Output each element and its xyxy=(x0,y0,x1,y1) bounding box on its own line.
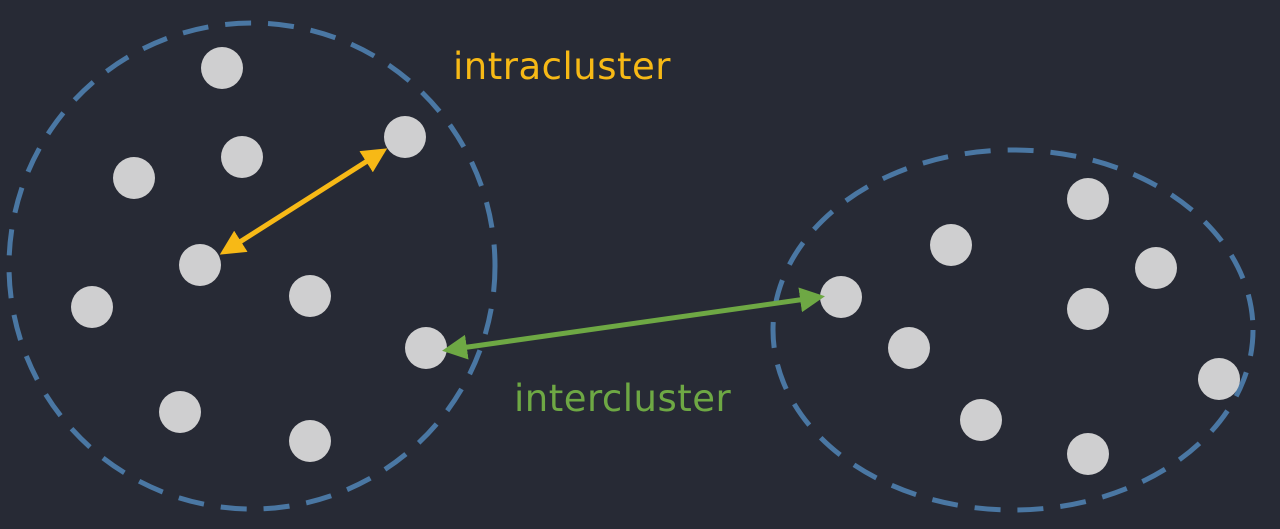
data-point xyxy=(888,327,930,369)
data-point xyxy=(1198,358,1240,400)
data-point xyxy=(405,327,447,369)
data-point xyxy=(179,244,221,286)
data-point xyxy=(201,47,243,89)
data-point xyxy=(113,157,155,199)
data-point xyxy=(289,275,331,317)
data-point xyxy=(384,116,426,158)
cluster-left-outline xyxy=(6,20,498,512)
data-point xyxy=(820,276,862,318)
data-point xyxy=(960,399,1002,441)
cluster-left-points xyxy=(71,47,447,462)
data-point xyxy=(1067,288,1109,330)
data-point xyxy=(289,420,331,462)
cluster-right-points xyxy=(820,178,1240,475)
data-point xyxy=(71,286,113,328)
intracluster-arrow xyxy=(219,148,388,255)
intracluster-label: intracluster xyxy=(453,45,671,88)
intercluster-arrow xyxy=(442,287,825,360)
intercluster-label: intercluster xyxy=(514,377,732,420)
data-point xyxy=(930,224,972,266)
data-point xyxy=(1067,433,1109,475)
data-point xyxy=(1067,178,1109,220)
data-point xyxy=(221,136,263,178)
cluster-right-outline xyxy=(770,147,1256,513)
data-point xyxy=(159,391,201,433)
data-point xyxy=(1135,247,1177,289)
